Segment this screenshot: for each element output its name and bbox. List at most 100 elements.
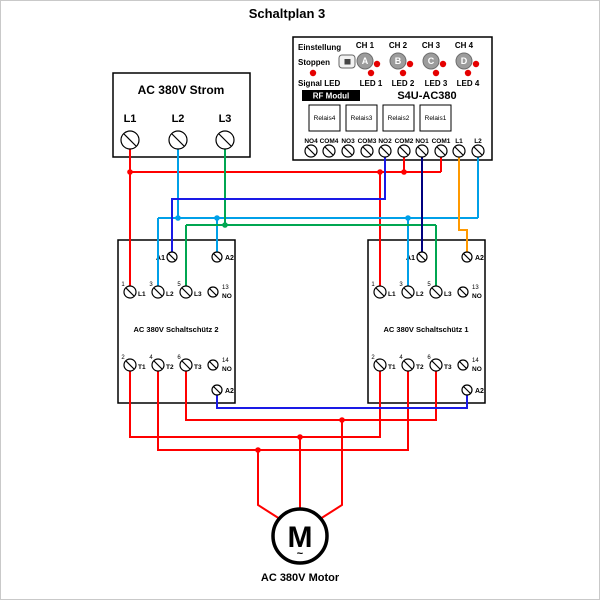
stop-button-icon <box>344 59 351 65</box>
motor: M ~ AC 380V Motor <box>261 507 340 584</box>
led3-icon <box>432 69 440 77</box>
wire-junction <box>255 447 261 453</box>
contactor2-l3-label: L3 <box>194 291 202 298</box>
contactor1-a1-label: A1 <box>406 255 415 262</box>
ch1-red-dot-icon <box>373 60 381 68</box>
contactor2-no14-label: NO <box>222 366 232 373</box>
c1-terminal-a2-bottom <box>461 384 473 396</box>
c2-terminal-14no <box>207 359 219 371</box>
ch2-button <box>389 52 407 70</box>
contactor1-num1: 1 <box>371 282 375 288</box>
power-terminal-label-l2: L2 <box>172 113 185 125</box>
ch3-red-dot-icon <box>439 60 447 68</box>
receiver-model: S4U-AC380 <box>397 90 456 102</box>
contactor2-outline <box>117 239 236 404</box>
ch4-button-letter: D <box>461 56 468 66</box>
c1-terminal-6t3 <box>429 358 443 372</box>
recv-terminal-l2 <box>471 144 485 158</box>
wire-junction <box>339 417 345 423</box>
wire-no2-to-contactor2-a1 <box>171 157 386 252</box>
contactor1-num6: 6 <box>427 355 431 361</box>
power-box-title: AC 380V Strom <box>138 83 225 97</box>
contactor1-l1-label: L1 <box>388 291 396 298</box>
wire-junction <box>127 169 133 175</box>
contactor-1: A1 A2 1 3 5 L1 L2 L3 13 NO AC 380V Schal… <box>367 239 486 404</box>
led4-icon <box>464 69 472 77</box>
recv-term-com2: COM2 <box>395 138 414 145</box>
recv-term-l2: L2 <box>474 138 482 145</box>
recv-term-no4: NO4 <box>304 138 318 145</box>
contactor2-t2-label: T2 <box>166 364 174 371</box>
contactor1-l3-label: L3 <box>444 291 452 298</box>
contactor1-no13-label: NO <box>472 293 482 300</box>
c2-terminal-4t2 <box>151 358 165 372</box>
contactor1-num5: 5 <box>427 282 431 288</box>
recv-term-no1: NO1 <box>415 138 429 145</box>
contactor2-no14-num: 14 <box>222 358 229 364</box>
contactor2-num2: 2 <box>121 355 125 361</box>
contactor2-no13-label: NO <box>222 293 232 300</box>
recv-terminal-com1 <box>434 144 448 158</box>
contactor2-num5: 5 <box>177 282 181 288</box>
contactor1-no14-label: NO <box>472 366 482 373</box>
ch1-label: CH 1 <box>356 41 375 50</box>
led4-label: LED 4 <box>457 79 480 88</box>
wire-a2-bottom-link <box>216 390 468 409</box>
contactor2-a1-label: A1 <box>156 255 165 262</box>
contactor1-num3: 3 <box>399 282 403 288</box>
wire-junction <box>401 169 407 175</box>
relais1-label: Relais1 <box>425 115 447 122</box>
motor-wave: ~ <box>297 548 304 560</box>
recv-term-l1: L1 <box>455 138 463 145</box>
recv-term-no2: NO2 <box>378 138 392 145</box>
c1-terminal-5l3 <box>429 285 443 299</box>
contactor-2: A1 A2 1 3 5 L1 L2 L3 13 NO AC 380V Schal… <box>117 239 236 404</box>
led1-icon <box>367 69 375 77</box>
led3-label: LED 3 <box>425 79 448 88</box>
contactor2-num6: 6 <box>177 355 181 361</box>
contactor2-t3-label: T3 <box>194 364 202 371</box>
ch3-label: CH 3 <box>422 41 441 50</box>
c2-terminal-2t1 <box>123 358 137 372</box>
power-terminal-l3 <box>215 130 235 150</box>
c2-terminal-3l2 <box>151 285 165 299</box>
terminal-layer <box>120 130 485 396</box>
contactor2-l1-label: L1 <box>138 291 146 298</box>
contactor1-t3-label: T3 <box>444 364 452 371</box>
motor-circle-icon <box>271 507 329 565</box>
rf-module-badge <box>302 90 360 101</box>
contactor1-name: AC 380V Schaltschütz 1 <box>383 325 468 334</box>
motor-symbol: M <box>288 521 313 554</box>
recv-terminal-no4 <box>304 144 318 158</box>
motor-label: AC 380V Motor <box>261 572 340 584</box>
wire-receiver-l1-to-contactor1-a2 <box>458 157 468 252</box>
recv-term-com4: COM4 <box>320 138 339 145</box>
led2-label: LED 2 <box>392 79 415 88</box>
c1-terminal-13no <box>457 286 469 298</box>
contactor1-num2: 2 <box>371 355 375 361</box>
contactor2-t1-label: T1 <box>138 364 146 371</box>
recv-terminal-com4 <box>322 144 336 158</box>
ch4-label: CH 4 <box>455 41 474 50</box>
c1-terminal-14no <box>457 359 469 371</box>
c1-terminal-1l1 <box>373 285 387 299</box>
led1-label: LED 1 <box>360 79 383 88</box>
contactor1-t2-label: T2 <box>416 364 424 371</box>
receiver-box: Einstellung Stoppen CH 1 A LED 1 CH 2 B … <box>292 36 493 161</box>
contactor2-num1: 1 <box>121 282 125 288</box>
c2-terminal-5l3 <box>179 285 193 299</box>
wire-junction <box>222 222 228 228</box>
ch2-button-letter: B <box>395 56 402 66</box>
ch1-button-letter: A <box>362 56 369 66</box>
recv-terminal-no2 <box>378 144 392 158</box>
ch1-button <box>356 52 374 70</box>
contactor2-a2-bottom-label: A2 <box>225 388 234 395</box>
ch4-button <box>455 52 473 70</box>
contactor2-num3: 3 <box>149 282 153 288</box>
contactor1-no13-num: 13 <box>472 285 479 291</box>
wire-t1-parallel-bus <box>129 365 381 438</box>
relais1-box <box>419 104 452 132</box>
power-terminal-label-l3: L3 <box>219 113 232 125</box>
